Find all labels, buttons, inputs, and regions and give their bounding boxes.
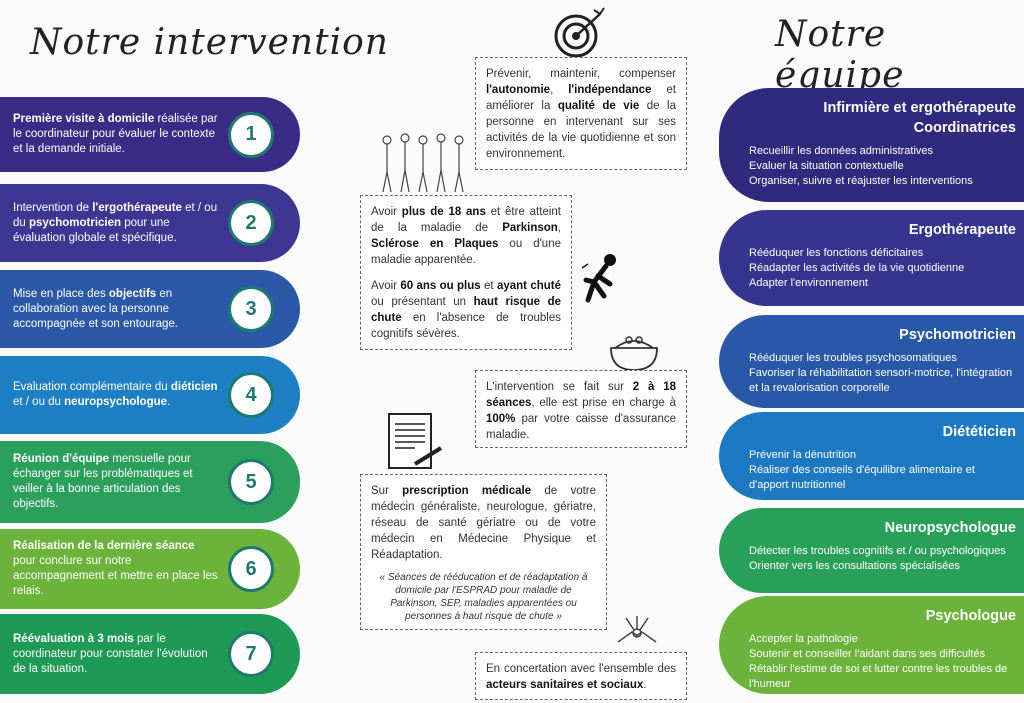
purse-icon: [610, 336, 658, 371]
step-1: Première visite à domicile réalisée par …: [0, 97, 300, 172]
step-number: 2: [228, 200, 274, 246]
step-3: Mise en place des objectifs en collabora…: [0, 270, 300, 348]
step-number: 5: [228, 459, 274, 505]
eligibility-box: Avoir plus de 18 ans et être atteint de …: [360, 195, 572, 350]
sessions-box: L'intervention se fait sur 2 à 18 séance…: [475, 370, 687, 448]
step-2: Intervention de l'ergothérapeute et / ou…: [0, 184, 300, 262]
step-number: 4: [228, 372, 274, 418]
step-7: Réévaluation à 3 mois par le coordinateu…: [0, 614, 300, 694]
prescription-document-icon: [388, 413, 443, 469]
right-title: Notre équipe: [775, 14, 905, 96]
falling-person-icon: [581, 254, 616, 303]
goal-box: Prévenir, maintenir, compenser l'autonom…: [475, 57, 687, 170]
prescription-quote: « Séances de rééducation et de réadaptat…: [379, 572, 588, 622]
concertation-box: En concertation avec l'ensemble des acte…: [475, 652, 687, 700]
step-number: 7: [228, 631, 274, 677]
hands-together-icon: [617, 616, 657, 643]
target-icon: [554, 7, 605, 58]
prescription-box: Sur prescription médicale de votre médec…: [360, 474, 607, 630]
team-psychomotricien: Psychomotricien Rééduquer les troubles p…: [719, 315, 1024, 408]
step-number: 6: [228, 546, 274, 592]
left-title: Notre intervention: [30, 22, 389, 63]
step-6: Réalisation de la dernière séance pour c…: [0, 529, 300, 609]
step-5: Réunion d'équipe mensuelle pour échanger…: [0, 441, 300, 523]
team-ergotherapeute: Ergothérapeute Rééduquer les fonctions d…: [719, 210, 1024, 306]
step-number: 3: [228, 286, 274, 332]
step-4: Evaluation complémentaire du diéticien e…: [0, 356, 300, 434]
step-number: 1: [228, 111, 274, 158]
people-group-icon: [382, 133, 464, 193]
team-neuropsychologue: Neuropsychologue Détecter les troubles c…: [719, 508, 1024, 593]
